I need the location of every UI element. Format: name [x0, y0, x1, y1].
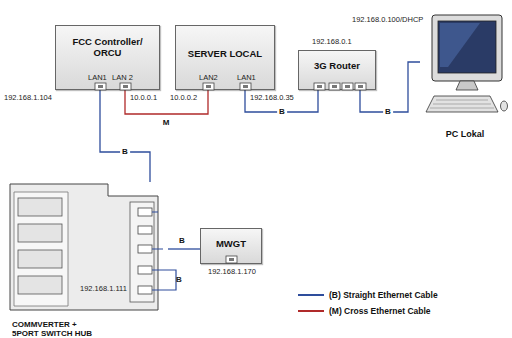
node-title: COMMVERTER + 5PORT SWITCH HUB — [12, 320, 104, 338]
legend-entry: (M) Cross Ethernet Cable — [298, 306, 431, 316]
node-illustration — [8, 182, 168, 336]
legend-line-sample — [298, 290, 324, 300]
controller-box: FCC Controller/ ORCU — [55, 25, 160, 90]
node-title: FCC Controller/ ORCU — [67, 36, 149, 59]
cable-letter: B — [176, 276, 182, 285]
address-label: 192.168.0.1 — [312, 38, 352, 46]
commverter-switch: COMMVERTER + 5PORT SWITCH HUB — [8, 182, 168, 338]
address-label: LAN1 — [88, 74, 107, 82]
cable-letter: B — [177, 237, 187, 246]
node-title: PC Lokal — [446, 129, 485, 140]
ethernet-cable — [125, 90, 208, 114]
legend-entry: (B) Straight Ethernet Cable — [298, 290, 438, 300]
address-label: 192.168.0.100/DHCP — [352, 16, 423, 24]
address-label: LAN 2 — [112, 74, 133, 82]
address-label: LAN2 — [199, 74, 218, 82]
node-title: 3G Router — [314, 60, 360, 71]
router-box: 3G Router — [298, 50, 376, 90]
pc-workstation: PC Lokal — [420, 12, 510, 140]
legend-line-sample — [298, 306, 324, 316]
node-title: SERVER LOCAL — [188, 48, 262, 59]
cable-letter: M — [161, 119, 172, 128]
ethernet-cable — [168, 248, 200, 249]
ethernet-cable — [100, 90, 150, 182]
legend-text: (M) Cross Ethernet Cable — [329, 306, 431, 316]
address-label: 192.168.1.170 — [208, 268, 256, 276]
address-label: 192.168.0.35 — [250, 94, 294, 102]
node-illustration — [56, 26, 161, 91]
cable-letter: B — [383, 108, 393, 117]
node-title: MWGT — [216, 238, 246, 249]
legend-text: (B) Straight Ethernet Cable — [329, 290, 438, 300]
address-label: 192.168.1.111 — [80, 285, 127, 293]
mwgt-box: MWGT — [200, 228, 262, 264]
address-label: 192.168.1.104 — [4, 94, 52, 102]
address-label: 10.0.0.2 — [170, 94, 197, 102]
address-label: LAN1 — [237, 74, 256, 82]
server-box: SERVER LOCAL — [175, 25, 275, 90]
cable-letter: B — [120, 148, 130, 157]
node-illustration — [420, 12, 510, 137]
address-label: 10.0.0.1 — [130, 94, 157, 102]
cable-letter: B — [277, 108, 287, 117]
